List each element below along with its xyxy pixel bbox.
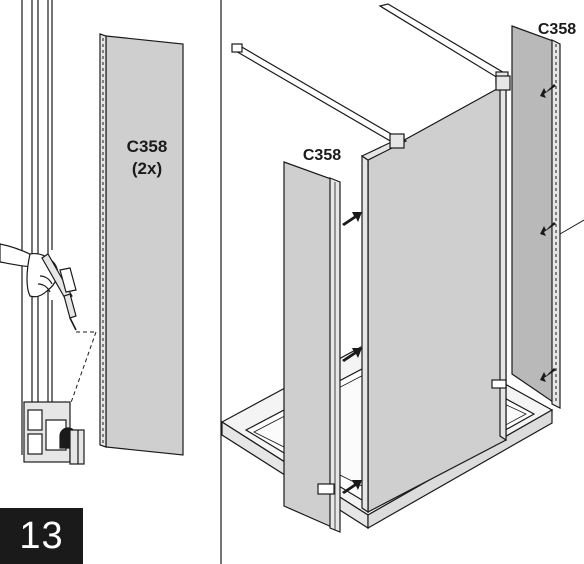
silicone-gun-icon — [0, 243, 77, 331]
arrow-icon — [540, 84, 556, 98]
arrow-icon — [342, 480, 362, 494]
step-number: 13 — [19, 514, 64, 557]
glass-panel-c358-right — [491, 25, 584, 409]
arrow-icon — [342, 212, 362, 226]
push-arrows — [342, 84, 556, 494]
part-label-c358: C358 — [127, 137, 168, 156]
glass-panel-c358 — [99, 33, 184, 456]
part-label-quantity: (2x) — [132, 159, 162, 178]
part-label-c358-back: C358 — [538, 21, 576, 38]
arrow-icon — [342, 348, 362, 362]
glass-panel-large — [360, 75, 511, 514]
profile-cross-section — [23, 401, 85, 465]
arrow-icon — [540, 222, 556, 236]
step-number-badge: 13 — [0, 508, 83, 564]
arrow-icon — [540, 368, 556, 382]
wall-profile — [21, 0, 53, 455]
glass-panel-c358-front — [283, 161, 341, 533]
left-panel-detail: C358 (2x) — [0, 0, 184, 465]
part-label-c358-front: C358 — [303, 147, 341, 164]
right-panel-assembly: C358 C358 — [220, 3, 584, 533]
